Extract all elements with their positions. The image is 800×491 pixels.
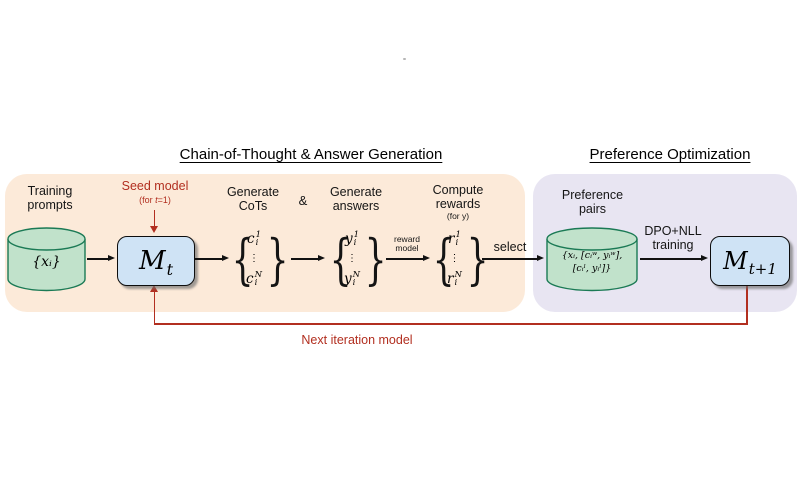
next-iteration-label: Next iteration model [301,333,413,347]
right-brace: } [364,227,387,291]
select-label: select [493,240,527,254]
arrow-dpo-training-head [701,254,708,261]
generate-cots-line2: CoTs [238,199,268,213]
reward-model-line2: model [395,242,419,253]
section-title-cot-generation: Chain-of-Thought & Answer Generation [179,146,443,163]
ampersand: & [298,193,308,208]
reward-model-label: reward model [383,235,431,252]
model-mt-label: Mt [138,246,173,278]
seed-note-var: t [155,195,158,205]
left-brace: { [329,227,352,291]
vertical-dots: ⋮ [347,253,358,264]
arrow-prompts-to-model-head [108,254,115,261]
training-prompts-label: Training prompts [10,184,90,212]
model-mt-box: Mt [117,236,195,286]
dpo-line1: DPO+NLL [644,224,702,238]
loop-line-horizontal [154,323,748,326]
generate-cots-label: Generate CoTs [222,185,284,213]
cylinder-shape [7,227,86,292]
preference-set-line2: [cᵢˡ, yᵢˡ]} [572,263,612,274]
arrow-dpo-training [640,258,701,260]
model-mt1-box: Mt+1 [710,236,790,286]
preference-pairs-line2: pairs [578,202,607,216]
seed-arrowhead-down [150,226,159,233]
right-brace: } [466,227,489,291]
compute-rewards-note: (for y) [446,211,470,221]
generate-answers-line2: answers [332,199,380,213]
training-prompts-cylinder: {xᵢ} [7,227,86,292]
preference-set-line1: {xᵢ, [cᵢʷ, yᵢʷ], [561,250,623,261]
section-title-preference-optimization: Preference Optimization [589,146,751,163]
seed-arrow-line [153,210,156,227]
arrow-reward-model-head [423,254,430,261]
preference-pairs-cylinder: {xᵢ, [cᵢʷ, yᵢʷ], [cᵢˡ, yᵢˡ]} [546,227,638,292]
arrow-reward-model [386,258,423,260]
preference-pairs-label: Preference pairs [550,188,635,216]
loop-line-right-vertical [745,285,748,325]
dpo-line2: training [652,238,694,252]
compute-rewards-line2: rewards [435,197,481,211]
arrow-prompts-to-model [87,258,108,260]
arrow-cots-to-answers [291,258,318,260]
training-prompts-line2: prompts [27,198,73,212]
arrow-select-head [537,254,544,261]
model-mt1-base: M [723,247,748,275]
seed-model-note: (for t=1) [105,195,205,205]
generate-cots-line1: Generate [226,185,280,199]
arrow-model-to-cots-head [222,254,229,261]
model-mt-base: M [138,246,166,276]
stray-dot [403,58,406,60]
loop-line-left-vertical [153,292,156,325]
reward-model-line1: reward [394,234,420,244]
training-set-math: {xᵢ} [32,254,61,270]
arrow-model-to-cots [195,258,222,260]
seed-model-label: Seed model [121,179,189,193]
arrow-select [482,258,537,260]
compute-rewards-label: Compute rewards (for y) [413,183,503,221]
arrow-cots-to-answers-head [318,254,325,261]
left-brace: { [432,227,455,291]
cot-generation-panel [5,174,525,312]
generate-answers-line1: Generate [329,185,383,199]
dpo-training-label: DPO+NLL training [636,224,710,252]
training-prompts-line1: Training [27,184,73,198]
compute-rewards-line1: Compute [432,183,484,197]
vertical-dots: ⋮ [449,253,460,264]
preference-pairs-line1: Preference [561,188,624,202]
seed-note-suffix: =1) [157,195,171,205]
model-mt-sub: t [166,260,174,279]
left-brace: { [231,227,254,291]
vertical-dots: ⋮ [249,253,259,264]
cylinder-shape [546,227,638,292]
model-mt1-label: Mt+1 [723,247,777,277]
loop-arrowhead-up [150,285,159,292]
model-mt1-sub: t+1 [748,260,777,278]
seed-note-prefix: (for [139,195,156,205]
right-brace: } [266,227,289,291]
generate-answers-label: Generate answers [325,185,387,213]
